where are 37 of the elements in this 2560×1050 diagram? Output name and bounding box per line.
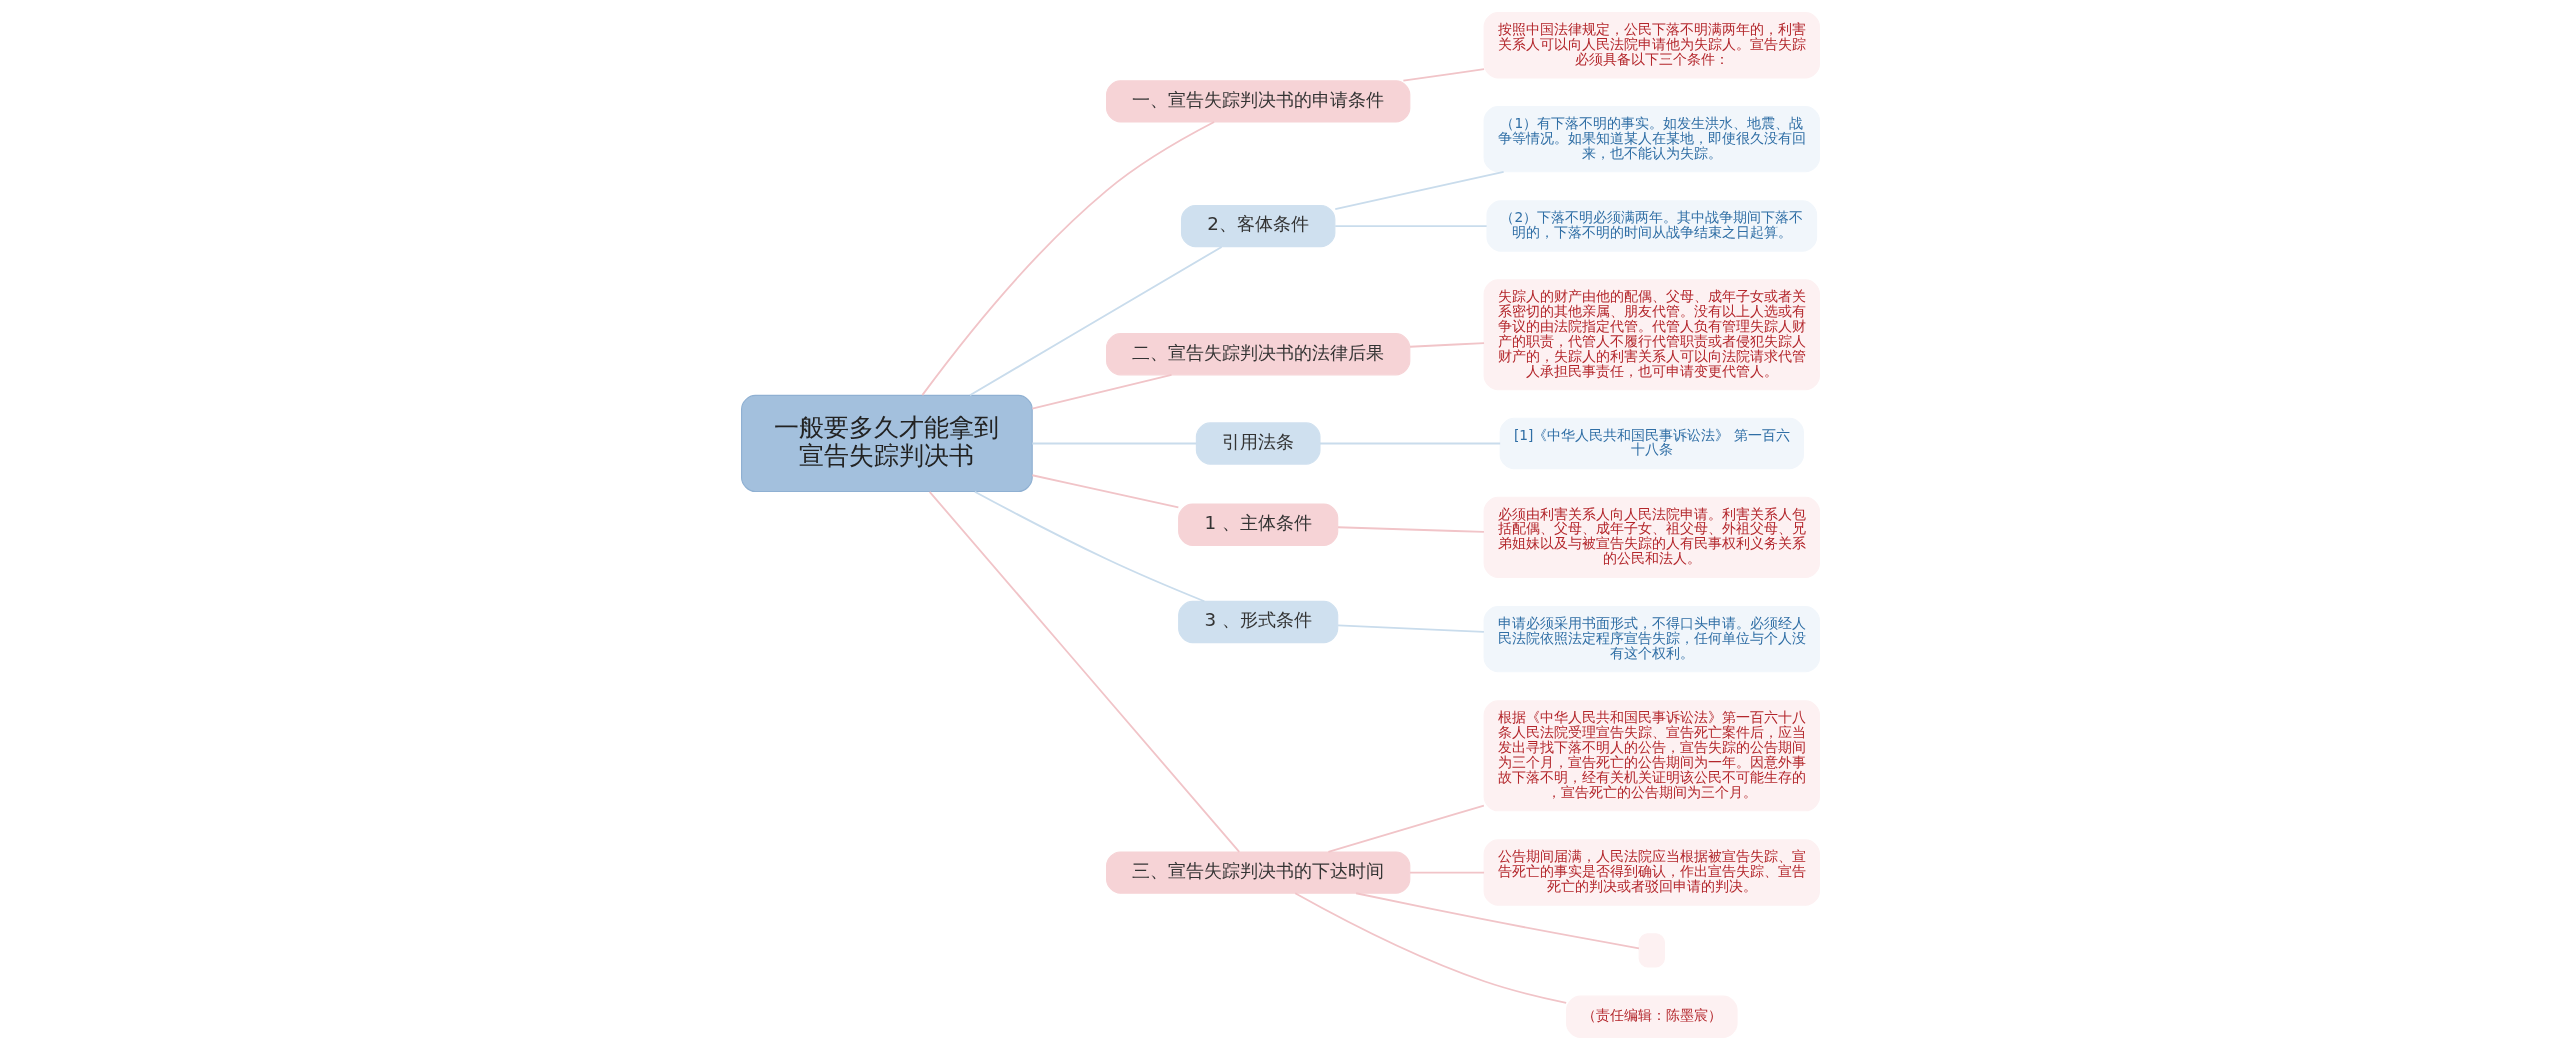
connector [928,490,1240,853]
node-box: [1]《中华人民共和国民事诉讼法》 第一百六十八条 [1499,417,1804,470]
node-box: 申请必须采用书面形式，不得口头申请。必须经人民法院依照法定程序宣告失踪，任何单位与个人没有这个权利。 [1483,605,1820,673]
connector [1408,342,1485,348]
node-box: 一般要多久才能拿到宣告失踪判决书 [740,394,1033,493]
node-box: （1）有下落不明的事实。如发生洪水、地震、战争等情况。如果知道某人在某地，即使很久没有回来，也不能认为失踪。 [1483,105,1820,173]
connector [1354,892,1640,950]
node-box: 三、宣告失踪判决书的下达时间 [1105,851,1410,894]
connector [1333,225,1488,227]
connector [1030,374,1172,410]
node-box: （责任编辑：陈墨宸） [1565,995,1738,1038]
connector [1030,474,1179,509]
connector [1333,170,1505,211]
connector [973,490,1205,603]
connector [1293,892,1567,1004]
node-box: 2、客体条件 [1180,204,1335,248]
connector [968,246,1223,397]
connector [1336,526,1485,533]
node-box: 引用法条 [1195,422,1321,465]
connector [1401,68,1485,82]
node-box: 一、宣告失踪判决书的申请条件 [1105,80,1410,123]
node-box [1638,933,1665,968]
node-box: 3 、形式条件 [1177,600,1338,644]
connector [1327,804,1485,853]
connector [1030,442,1197,445]
connector [1336,624,1485,633]
node-box: 必须由利害关系人向人民法院申请。利害关系人包括配偶、父母、成年子女、祖父母、外祖父母、兄弟姐妹以及与被宣告失踪的人有民事权利义务关系的公民和法人。 [1483,496,1820,578]
node-box: 1 、主体条件 [1177,503,1338,546]
node-box: 按照中国法律规定，公民下落不明满两年的，利害关系人可以向人民法院申请他为失踪人。宣告失踪必须具备以下三个条件： [1483,12,1820,79]
node-box: 失踪人的财产由他的配偶、父母、成年子女或者关系密切的其他亲属、朋友代管。没有以上人选或有争议的由法院指定代管。代管人负有管理失踪人财产的职责，代管人不履行代管职责或者侵犯失踪人财产的，失踪人的利害关系人可以向法院请求代管人承担民事责任，也可申请变更代管人。 [1483,279,1820,391]
connector [1408,871,1485,874]
connector [1318,442,1501,445]
node-box: 公告期间届满，人民法院应当根据被宣告失踪、宣告死亡的事实是否得到确认，作出宣告失踪、宣告死亡的判决或者驳回申请的判决。 [1483,839,1820,906]
connector [920,121,1215,396]
node-box: 二、宣告失踪判决书的法律后果 [1105,333,1410,376]
node-box: 根据《中华人民共和国民事诉讼法》第一百六十八条人民法院受理宣告失踪、宣告死亡案件后，应当发出寻找下落不明人的公告，宣告失踪的公告期间为三个月，宣告死亡的公告期间为一年。因意外事故下落不明，经有关机关证明该公民不可能生存的，宣告死亡的公告期间为三个月。 [1483,700,1820,812]
node-box: （2）下落不明必须满两年。其中战争期间下落不明的，下落不明的时间从战争结束之日起算。 [1485,200,1817,252]
